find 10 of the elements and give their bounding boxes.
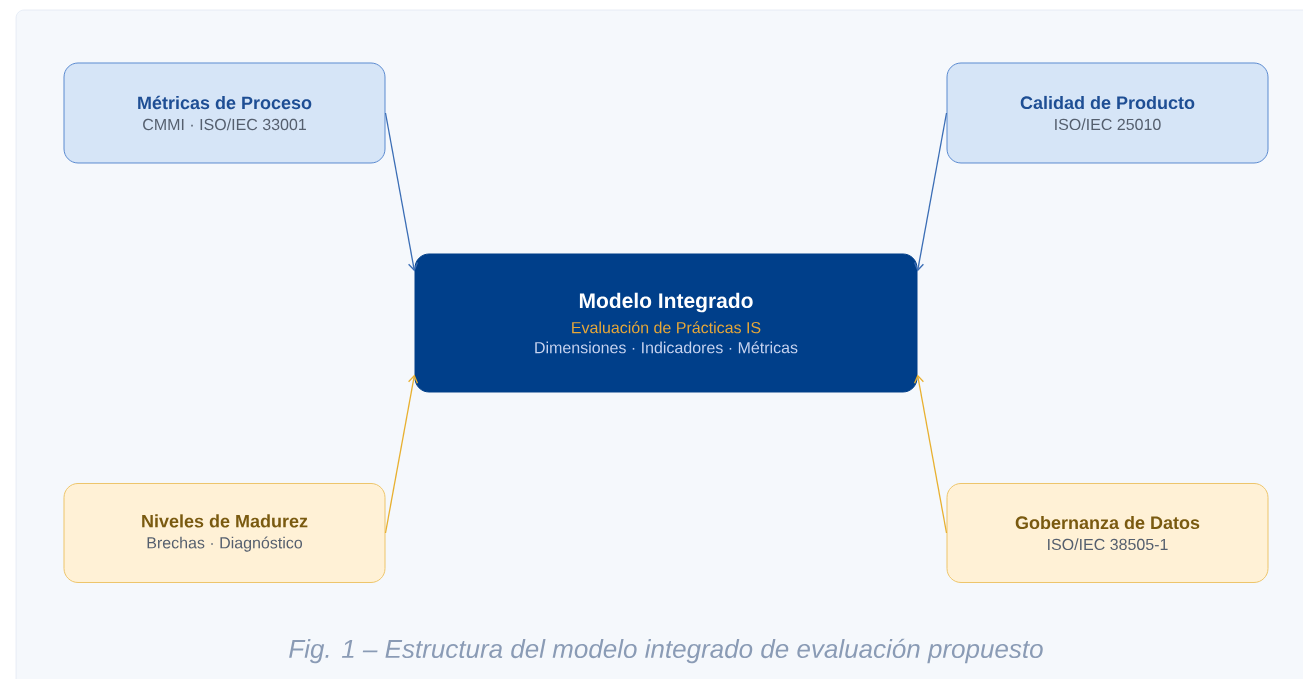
source-box: Calidad de Producto ISO/IEC 25010 (946, 62, 1269, 164)
center-box: Modelo Integrado Evaluación de Prácticas IS Dimensiones · Indicadores · Métricas (414, 253, 918, 393)
source-box: Métricas de Proceso CMMI · ISO/IEC 33001 (63, 62, 386, 164)
arrow (913, 374, 948, 534)
arrow (384, 112, 419, 272)
caption: Fig. 1 – Estructura del modelo integrado de evaluación propuesto (289, 638, 1043, 664)
arrow (913, 112, 948, 272)
source-box: Gobernanza de Datos ISO/IEC 38505-1 (946, 483, 1269, 583)
source-box: Niveles de Madurez Brechas · Diagnóstico (63, 483, 386, 583)
arrow (384, 374, 419, 534)
